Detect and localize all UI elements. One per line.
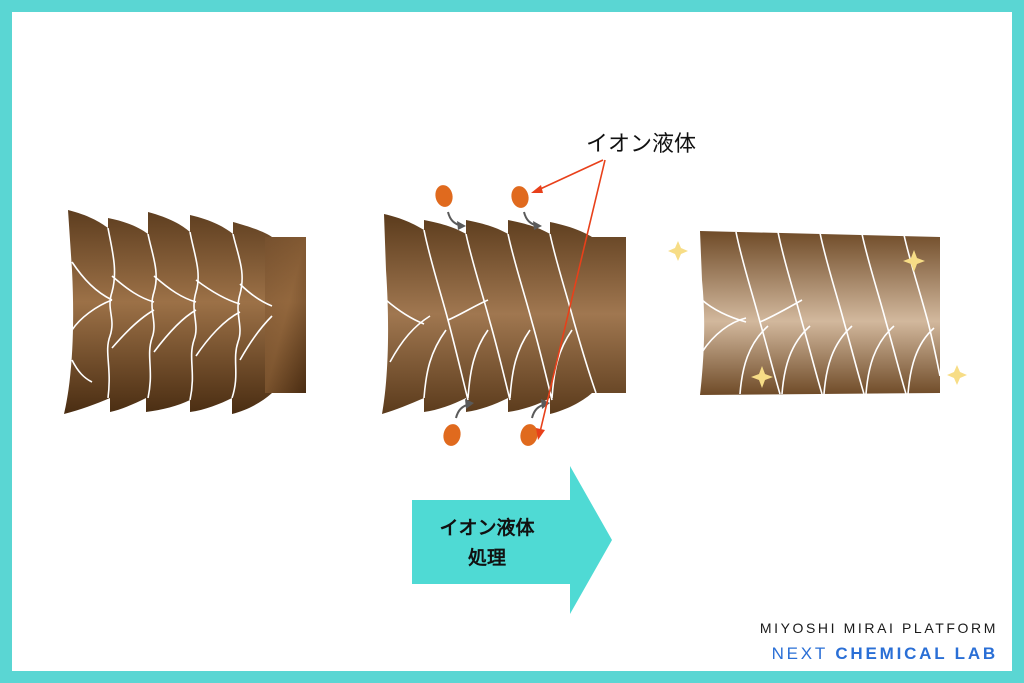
ion-droplet-icon	[511, 186, 529, 208]
treated-hair	[382, 185, 626, 446]
ion-droplet-icon	[443, 424, 461, 446]
damaged-hair-body	[64, 210, 306, 414]
ion-droplet-icon	[520, 424, 538, 446]
sparkle-icon	[947, 365, 967, 385]
repaired-cuticle-lines	[701, 231, 941, 395]
brand-lab-name-bold: CHEMICAL LAB	[835, 644, 998, 663]
curved-arrow-heads	[457, 221, 550, 409]
process-arrow-label-line2: 処理	[467, 547, 506, 569]
treated-hair-body	[382, 214, 626, 414]
brand-lab-name-normal: NEXT	[771, 644, 836, 663]
process-arrow-label: イオン液体 処理	[412, 513, 562, 573]
ion-droplet-icon	[435, 185, 453, 207]
process-arrow-label-line1: イオン液体	[439, 517, 535, 539]
treated-cuticle-lines	[385, 229, 597, 401]
brand-lab-name: NEXT CHEMICAL LAB	[772, 644, 998, 664]
sparkle-icon	[751, 366, 773, 388]
process-arrow	[412, 466, 612, 614]
callout-lines	[531, 159, 606, 440]
sparkle-icon	[668, 241, 688, 261]
ion-liquid-callout-label: イオン液体	[586, 132, 697, 157]
brand-platform-name: MIYOSHI MIRAI PLATFORM	[759, 620, 998, 636]
damaged-cuticle-cracks	[71, 227, 273, 401]
repaired-hair	[668, 231, 967, 395]
damaged-hair	[64, 210, 306, 414]
damaged-hair-right-shade	[265, 237, 306, 393]
repaired-hair-body	[700, 231, 940, 395]
sparkle-icon	[903, 250, 925, 272]
